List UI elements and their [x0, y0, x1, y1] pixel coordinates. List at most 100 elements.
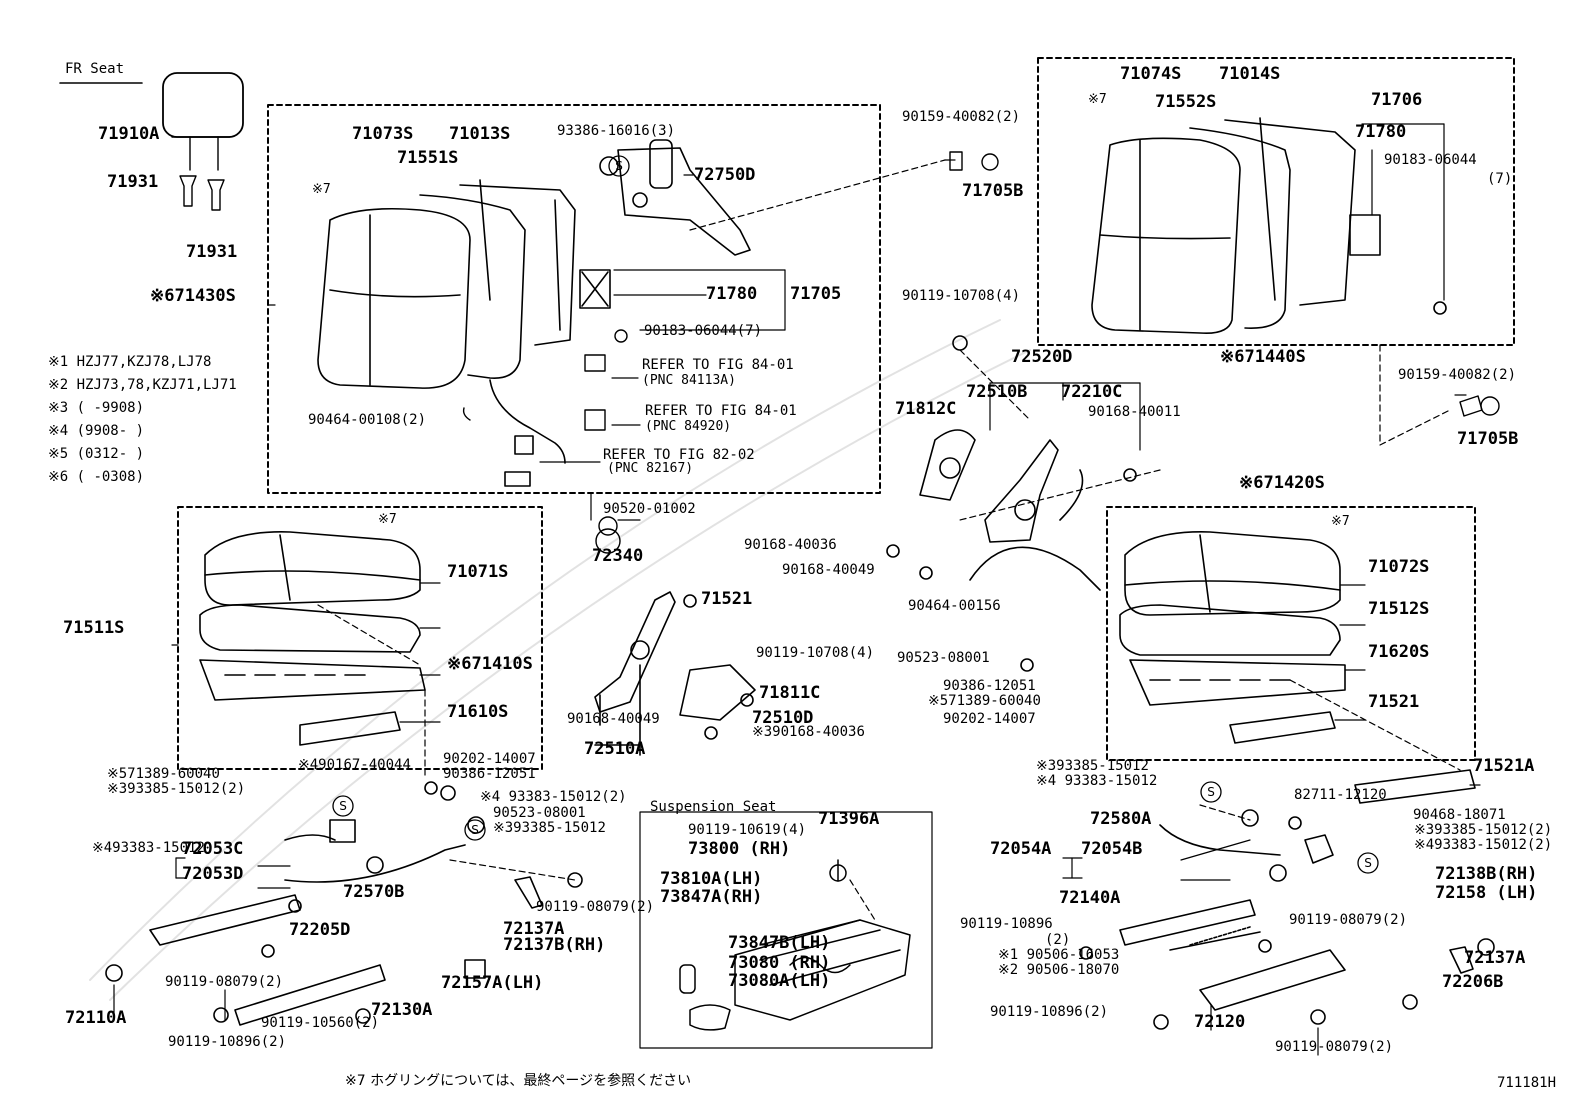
part-number-label: ※4 93383-15012(2) [480, 789, 627, 805]
rear-seatback-drawing [1091, 117, 1447, 335]
part-number-label: 90119-10708(4) [756, 645, 875, 661]
part-number-label: 90119-08079(2) [165, 974, 284, 990]
part-number-label: 71074S [1120, 64, 1182, 84]
suspension-seat-drawing [679, 859, 911, 1031]
part-number-label: 90159-40082(2) [1398, 367, 1517, 383]
part-number-label: 71910A [98, 124, 160, 144]
footnote: ※7 ホグリングについては、最終ページを参照ください [345, 1073, 692, 1089]
part-number-label: 90520-01002 [603, 501, 696, 517]
part-number-label: ※393385-15012 [493, 820, 606, 836]
part-number-label: 90183-06044 [1384, 152, 1477, 168]
part-number-label: 82711-12120 [1294, 787, 1387, 803]
part-number-label: 90159-40082(2) [902, 109, 1021, 125]
rear-small-parts [949, 151, 1500, 417]
part-number-label: 90468-18071 [1413, 807, 1506, 823]
part-number-label: 90168-40049 [567, 711, 660, 727]
rear-rail-leaders [1062, 839, 1319, 1056]
headrest-drawing [162, 72, 244, 211]
watermark [89, 319, 1031, 1001]
rear-rails-drawing [1079, 809, 1495, 1030]
part-number-label: 71705B [962, 181, 1024, 201]
part-number-label: 73847A(RH) [660, 887, 763, 907]
part-number-label: 90168-40011 [1088, 404, 1181, 420]
part-number-label: 72137A [1464, 948, 1526, 968]
part-number-label: 90168-40049 [782, 562, 875, 578]
part-number-label: ※571389-60040 [928, 693, 1041, 709]
front-seatback-drawing [317, 179, 611, 487]
rr-seat-back-box [1037, 57, 1515, 346]
part-number-label: 90202-14007 [943, 711, 1036, 727]
legend-item: ※3 ( -9908) [48, 400, 145, 416]
part-number-label: 90119-10560(2) [261, 1015, 380, 1031]
part-number-label: 71780 [1355, 122, 1407, 142]
part-number-label: (2) [1045, 932, 1071, 948]
part-number-label: 71072S [1368, 557, 1430, 577]
part-number-label: 71931 [107, 172, 159, 192]
part-number-label: 72205D [289, 920, 351, 940]
svg-text:S: S [1364, 856, 1372, 870]
legend-item: ※4 (9908- ) [48, 423, 145, 439]
part-number-label: 71071S [447, 562, 509, 582]
rear-cushion-leaders [1334, 584, 1481, 786]
center-brackets [989, 382, 1141, 451]
part-number-label: 71521 [701, 589, 753, 609]
part-number-label: REFER TO FIG 84-01 [645, 403, 797, 419]
part-number-label: 72510D [752, 708, 814, 728]
leader-lines [267, 174, 786, 521]
part-number-label: ※7 [312, 182, 331, 197]
part-number-label: 71610S [447, 702, 509, 722]
part-number-label: ※2 90506-18070 [998, 962, 1120, 978]
part-number-label: 72137A [503, 919, 565, 939]
part-number-label: ※393385-15012 [1036, 758, 1149, 774]
part-number-label: 72570B [343, 882, 405, 902]
part-number-label: ※571389-60040 [107, 766, 220, 782]
part-number-label: 90183-06044(7) [644, 323, 763, 339]
part-number-label: (7) [1487, 171, 1513, 187]
part-number-label: ※4 93383-15012 [1036, 773, 1158, 789]
part-number-label: 90464-00156 [908, 598, 1001, 614]
front-cushion-leaders [171, 582, 441, 723]
part-number-label: 90386-12051 [943, 678, 1036, 694]
part-number-label: ※7 [378, 512, 397, 527]
part-number-label: 90119-10619(4) [688, 822, 807, 838]
part-number-label: 72580A [1090, 809, 1152, 829]
part-number-label: ※671440S [1220, 347, 1306, 367]
part-number-label: 73080A(LH) [728, 971, 831, 991]
part-number-label: 71521 [1368, 692, 1420, 712]
legend-item: ※1 HZJ77,KZJ78,LJ78 [48, 354, 212, 370]
part-number-label: (PNC 82167) [607, 461, 694, 476]
part-number-label: 71551S [397, 148, 459, 168]
part-number-label: 71552S [1155, 92, 1217, 112]
part-number-label: 73810A(LH) [660, 869, 763, 889]
suspension-seat-title: Suspension Seat [650, 799, 777, 815]
legend-item: ※5 (0312- ) [48, 446, 145, 462]
part-number-label: 71521A [1473, 756, 1535, 776]
front-rails-drawing [105, 781, 583, 1026]
part-number-label: 71705 [790, 284, 842, 304]
part-number-label: 72750D [694, 165, 756, 185]
suspension-seat-box [639, 811, 933, 1049]
rr-cushion-box [1106, 506, 1476, 761]
part-number-label: 71780 [706, 284, 758, 304]
svg-text:S: S [339, 799, 347, 813]
part-number-label: 71706 [1371, 90, 1423, 110]
part-number-label: REFER TO FIG 82-02 [603, 447, 755, 463]
part-number-label: ※493383-15012(2) [1414, 837, 1553, 853]
part-number-label: 71705B [1457, 429, 1519, 449]
part-number-label: 71511S [63, 618, 125, 638]
part-number-label: 72510B [966, 382, 1028, 402]
part-number-label: 72138B(RH) [1435, 864, 1538, 884]
part-number-label: 71396A [818, 809, 880, 829]
part-number-label: ※393385-15012(2) [107, 781, 246, 797]
part-number-label: 71073S [352, 124, 414, 144]
part-number-label: 72053D [182, 864, 244, 884]
legend-item: ※2 HZJ73,78,KZJ71,LJ71 [48, 377, 237, 393]
standard-part-markers [332, 155, 1379, 874]
part-number-label: 72054B [1081, 839, 1143, 859]
part-number-label: 72140A [1059, 888, 1121, 908]
legend-item: ※6 ( -0308) [48, 469, 145, 485]
part-number-label: 72137B(RH) [503, 935, 606, 955]
part-number-label: 72158 (LH) [1435, 883, 1538, 903]
part-number-label: 90119-10896 [960, 916, 1053, 932]
